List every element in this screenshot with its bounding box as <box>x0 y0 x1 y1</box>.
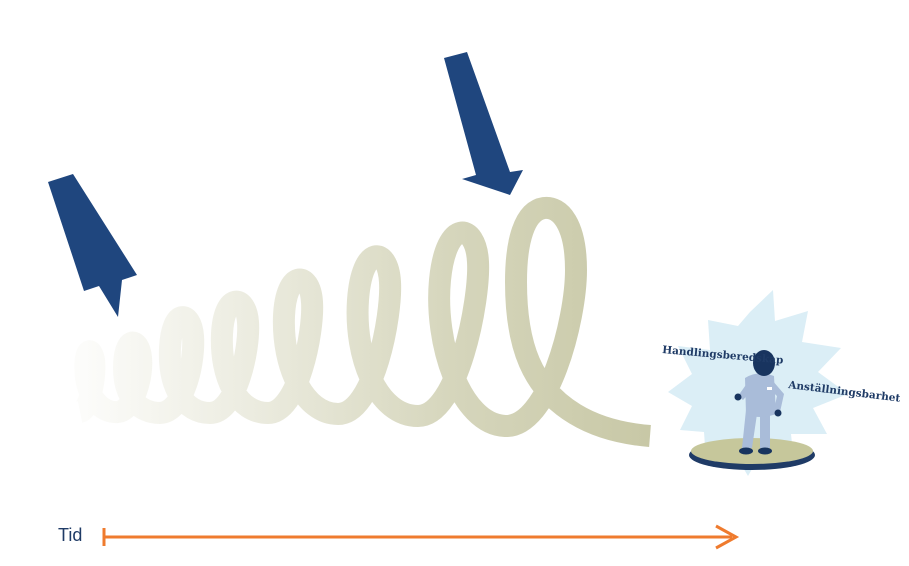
time-label: Tid <box>58 525 82 545</box>
right-arrow-icon <box>104 526 736 548</box>
down-right-arrow-icon <box>48 174 137 317</box>
growth-spiral <box>80 208 650 436</box>
down-right-arrow-icon <box>444 52 523 195</box>
